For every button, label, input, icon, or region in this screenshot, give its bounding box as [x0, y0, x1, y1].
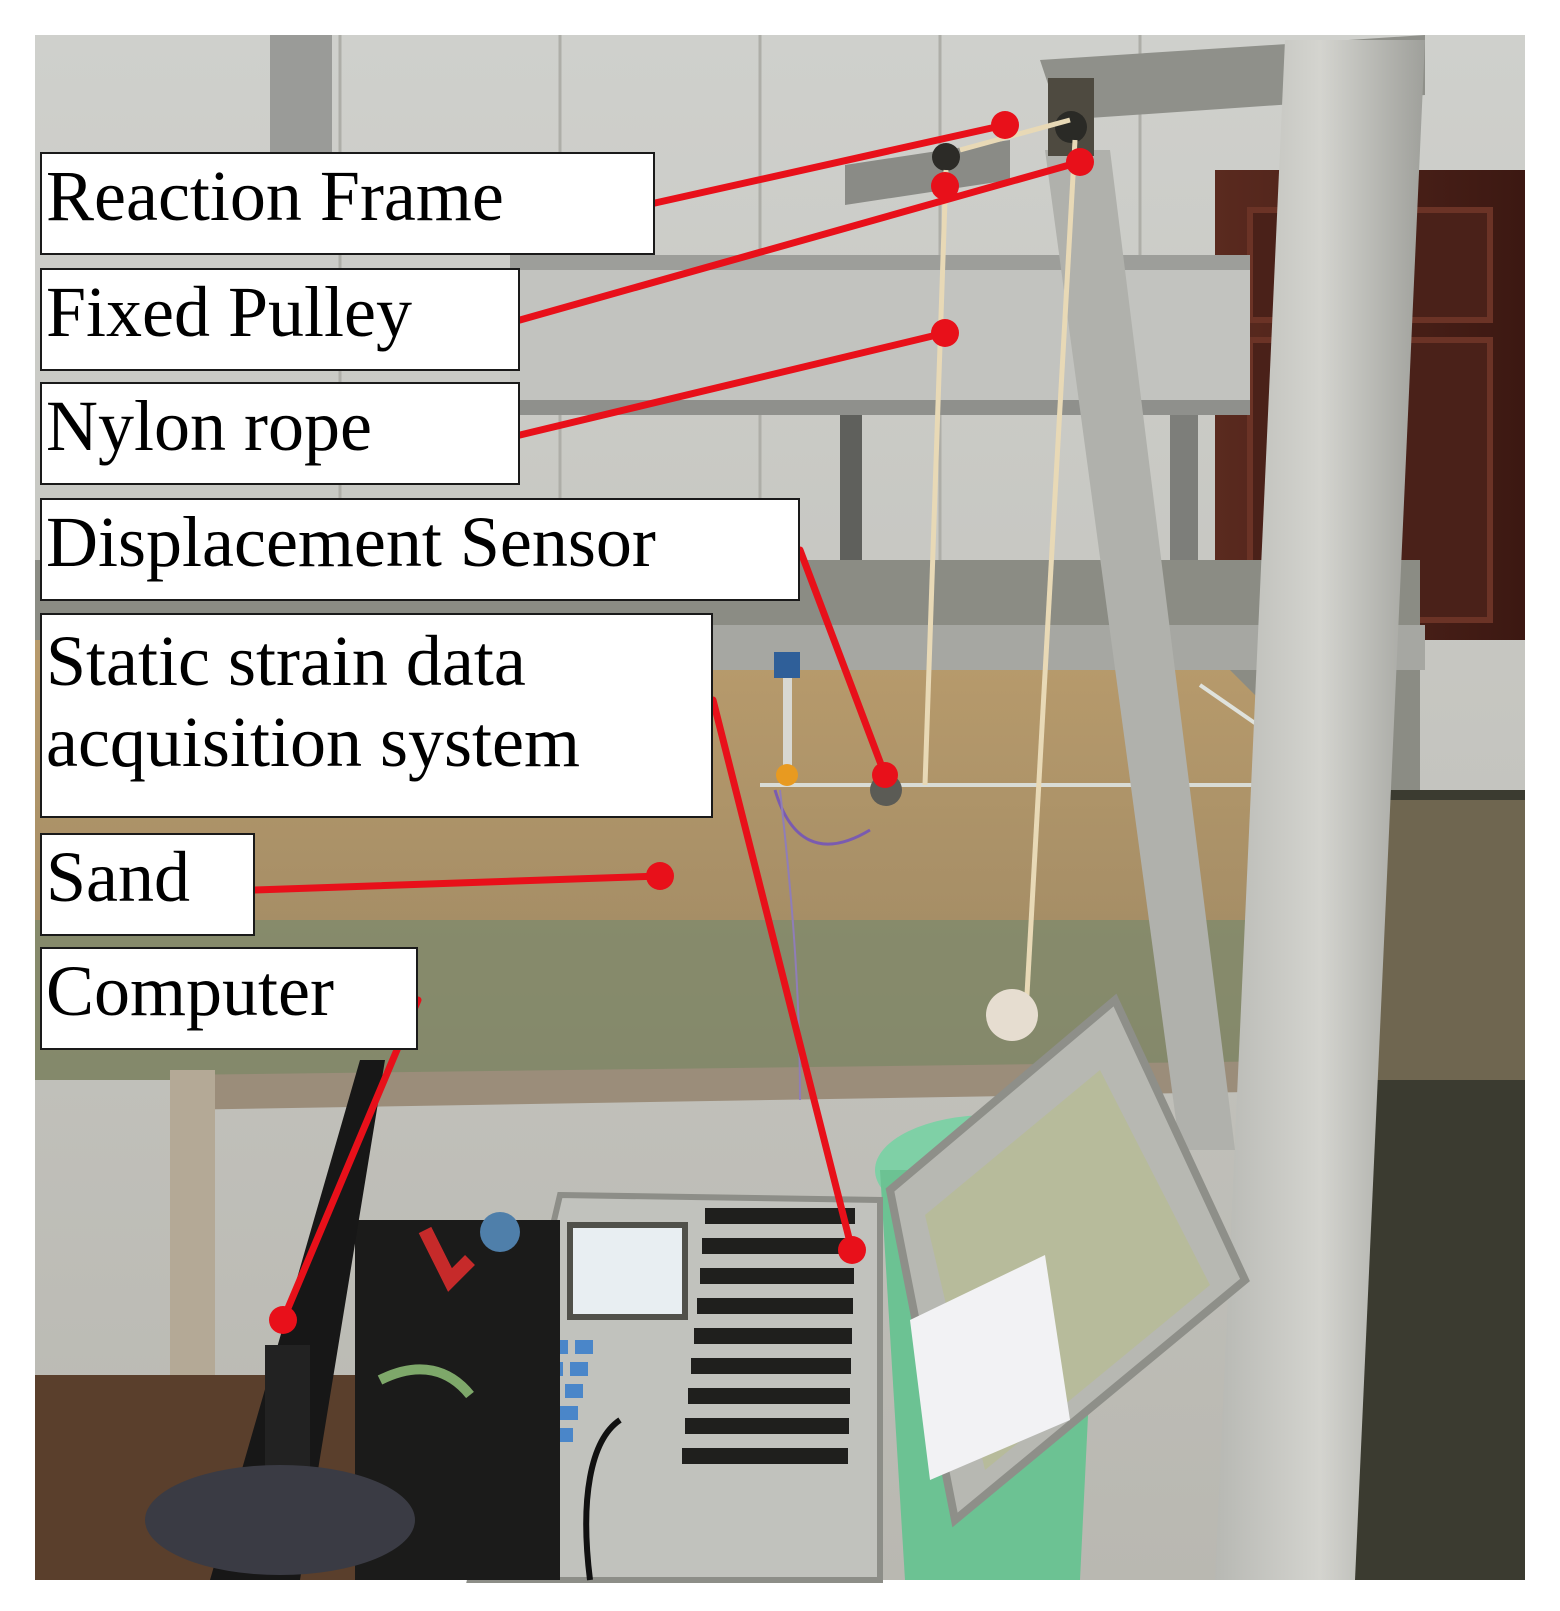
label-sand-text: Sand — [46, 837, 190, 917]
label-nylon-rope-text: Nylon rope — [46, 386, 372, 466]
label-displacement-sensor-text: Displacement Sensor — [46, 502, 656, 582]
label-data-acquisition-system: Static strain data acquisition system — [40, 613, 713, 818]
rope-knot — [986, 989, 1038, 1041]
label-nylon-rope: Nylon rope — [40, 382, 520, 485]
label-reaction-frame: Reaction Frame — [40, 152, 655, 255]
nylon-rope — [922, 117, 1078, 1031]
leader-displacement-sensor — [796, 546, 889, 779]
label-data-acquisition-line1: Static strain data — [46, 621, 526, 701]
leader-computer — [279, 996, 422, 1324]
label-displacement-sensor: Displacement Sensor — [40, 498, 800, 601]
leader-sand — [251, 872, 664, 894]
label-computer: Computer — [40, 947, 418, 1050]
label-data-acquisition-line2: acquisition system — [46, 701, 580, 782]
reaction-frame — [845, 35, 1425, 1580]
data-acquisition-device — [466, 1191, 883, 1583]
leader-fixed-pulley — [516, 158, 1084, 324]
label-fixed-pulley-text: Fixed Pulley — [46, 272, 413, 352]
label-fixed-pulley: Fixed Pulley — [40, 268, 520, 371]
leader-reaction-frame — [651, 121, 1009, 207]
leader-data-acquisition — [709, 696, 856, 1254]
annotation-leaders — [251, 111, 1094, 1334]
equipment-case-lid — [885, 993, 1250, 1528]
label-computer-text: Computer — [46, 951, 334, 1031]
label-reaction-frame-text: Reaction Frame — [46, 156, 504, 236]
leader-nylon-rope — [516, 329, 949, 439]
label-sand: Sand — [40, 833, 255, 936]
